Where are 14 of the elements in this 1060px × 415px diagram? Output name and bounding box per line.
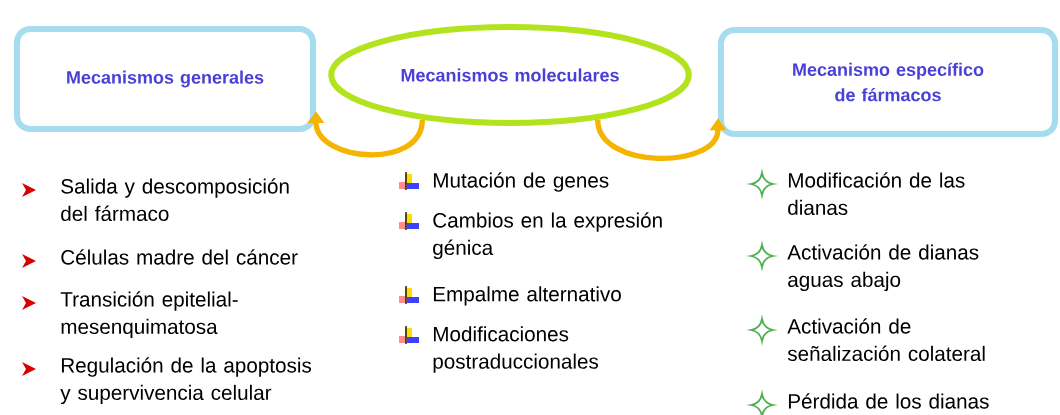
- list-item: Transición epitelial-mesenquimatosa: [60, 291, 238, 339]
- list-item: Activación de dianas aguas abajo: [787, 244, 979, 292]
- list-item: Empalme alternativo: [433, 286, 621, 306]
- rounded-box: Mecanismos generales: [14, 26, 316, 132]
- list-item: Activación de señalización colateral: [787, 318, 985, 362]
- list-item: Células madre del cáncer: [61, 249, 298, 265]
- list-item: Salida y descomposición del fármaco: [61, 178, 289, 222]
- list-item: Cambios en la expresión génica: [433, 212, 662, 260]
- list-item: Regulación de la apoptosis y supervivencia celular: [60, 357, 312, 405]
- list-item: Pérdida de los dianas: [788, 393, 989, 409]
- list-item: Modificación de las dianas: [788, 172, 965, 216]
- rounded-box: Mecanismo específico de fármacos: [718, 27, 1058, 137]
- list-item: Mutación de genes: [433, 172, 609, 192]
- list-item: Modificaciones postraduccionales: [433, 326, 599, 373]
